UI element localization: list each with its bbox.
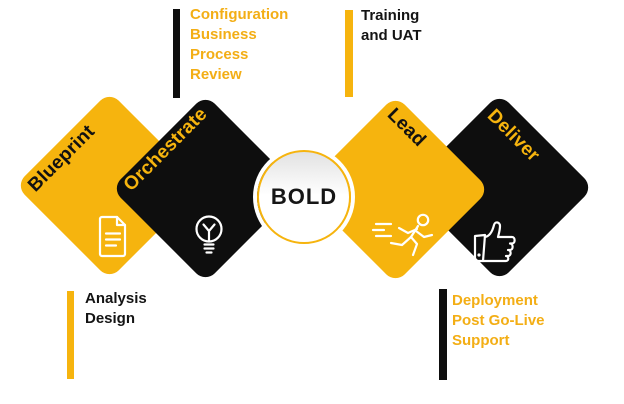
lightbulb-icon [191,213,227,263]
bold-center-circle: BOLD [257,150,351,244]
callout-bottom-left: Analysis Design [85,289,147,329]
callout-line: Post Go-Live [452,312,545,329]
callout-bar-top-left [173,9,180,98]
callout-bar-top-right [345,10,353,97]
document-icon [97,214,129,259]
callout-line: Deployment [452,292,538,309]
callout-line: Review [190,66,242,83]
callout-bar-bottom-left [67,291,74,379]
callout-top-right: Training and UAT [361,6,422,46]
callout-line: and UAT [361,27,422,44]
thumbs-up-icon [470,217,522,263]
bold-center-label: BOLD [270,184,338,209]
callout-line: Support [452,332,510,349]
callout-top-left: Configuration Business Process Review [190,5,288,85]
callout-line: Process [190,46,249,63]
callout-line: Design [85,310,136,327]
runner-icon [370,211,440,261]
callout-line: Analysis [85,290,147,307]
callout-bar-bottom-right [439,289,447,380]
callout-line: Business [190,26,257,43]
callout-bottom-right: Deployment Post Go-Live Support [452,291,545,351]
callout-line: Training [361,7,420,24]
callout-line: Configuration [190,6,289,23]
